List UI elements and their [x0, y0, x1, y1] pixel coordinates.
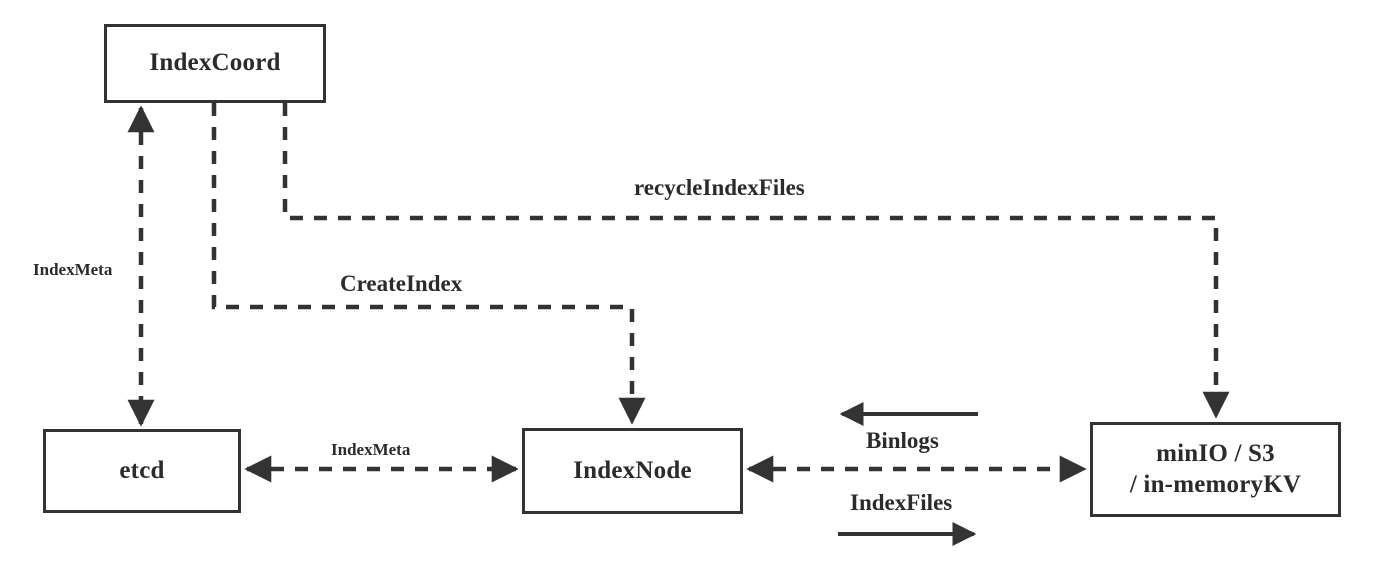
node-etcd[interactable]: etcd — [43, 429, 241, 513]
node-indexcoord[interactable]: IndexCoord — [104, 24, 326, 103]
node-indexcoord-label: IndexCoord — [149, 49, 281, 77]
edge-label-createindex: CreateIndex — [340, 271, 463, 296]
node-minio-label-line1: minIO / S3 — [1156, 440, 1275, 467]
edge-indexcoord-minio — [282, 103, 1230, 419]
node-minio-label-line2: / in-memoryKV — [1129, 470, 1302, 498]
node-indexnode-label: IndexNode — [573, 456, 692, 484]
edge-indexcoord-indexnode — [211, 103, 646, 425]
edge-label-indexmeta-coord-etcd: IndexMeta — [33, 260, 113, 279]
edge-label-recycleindexfiles: recycleIndexFiles — [634, 175, 805, 200]
node-minio[interactable]: minIO / S3 / in-memoryKV — [1090, 422, 1341, 517]
node-etcd-label: etcd — [119, 456, 165, 484]
edge-label-indexfiles: IndexFiles — [850, 490, 953, 515]
edge-label-binlogs: Binlogs — [866, 428, 939, 453]
node-indexnode[interactable]: IndexNode — [522, 428, 743, 514]
edge-label-indexmeta-etcd-node: IndexMeta — [331, 440, 411, 459]
